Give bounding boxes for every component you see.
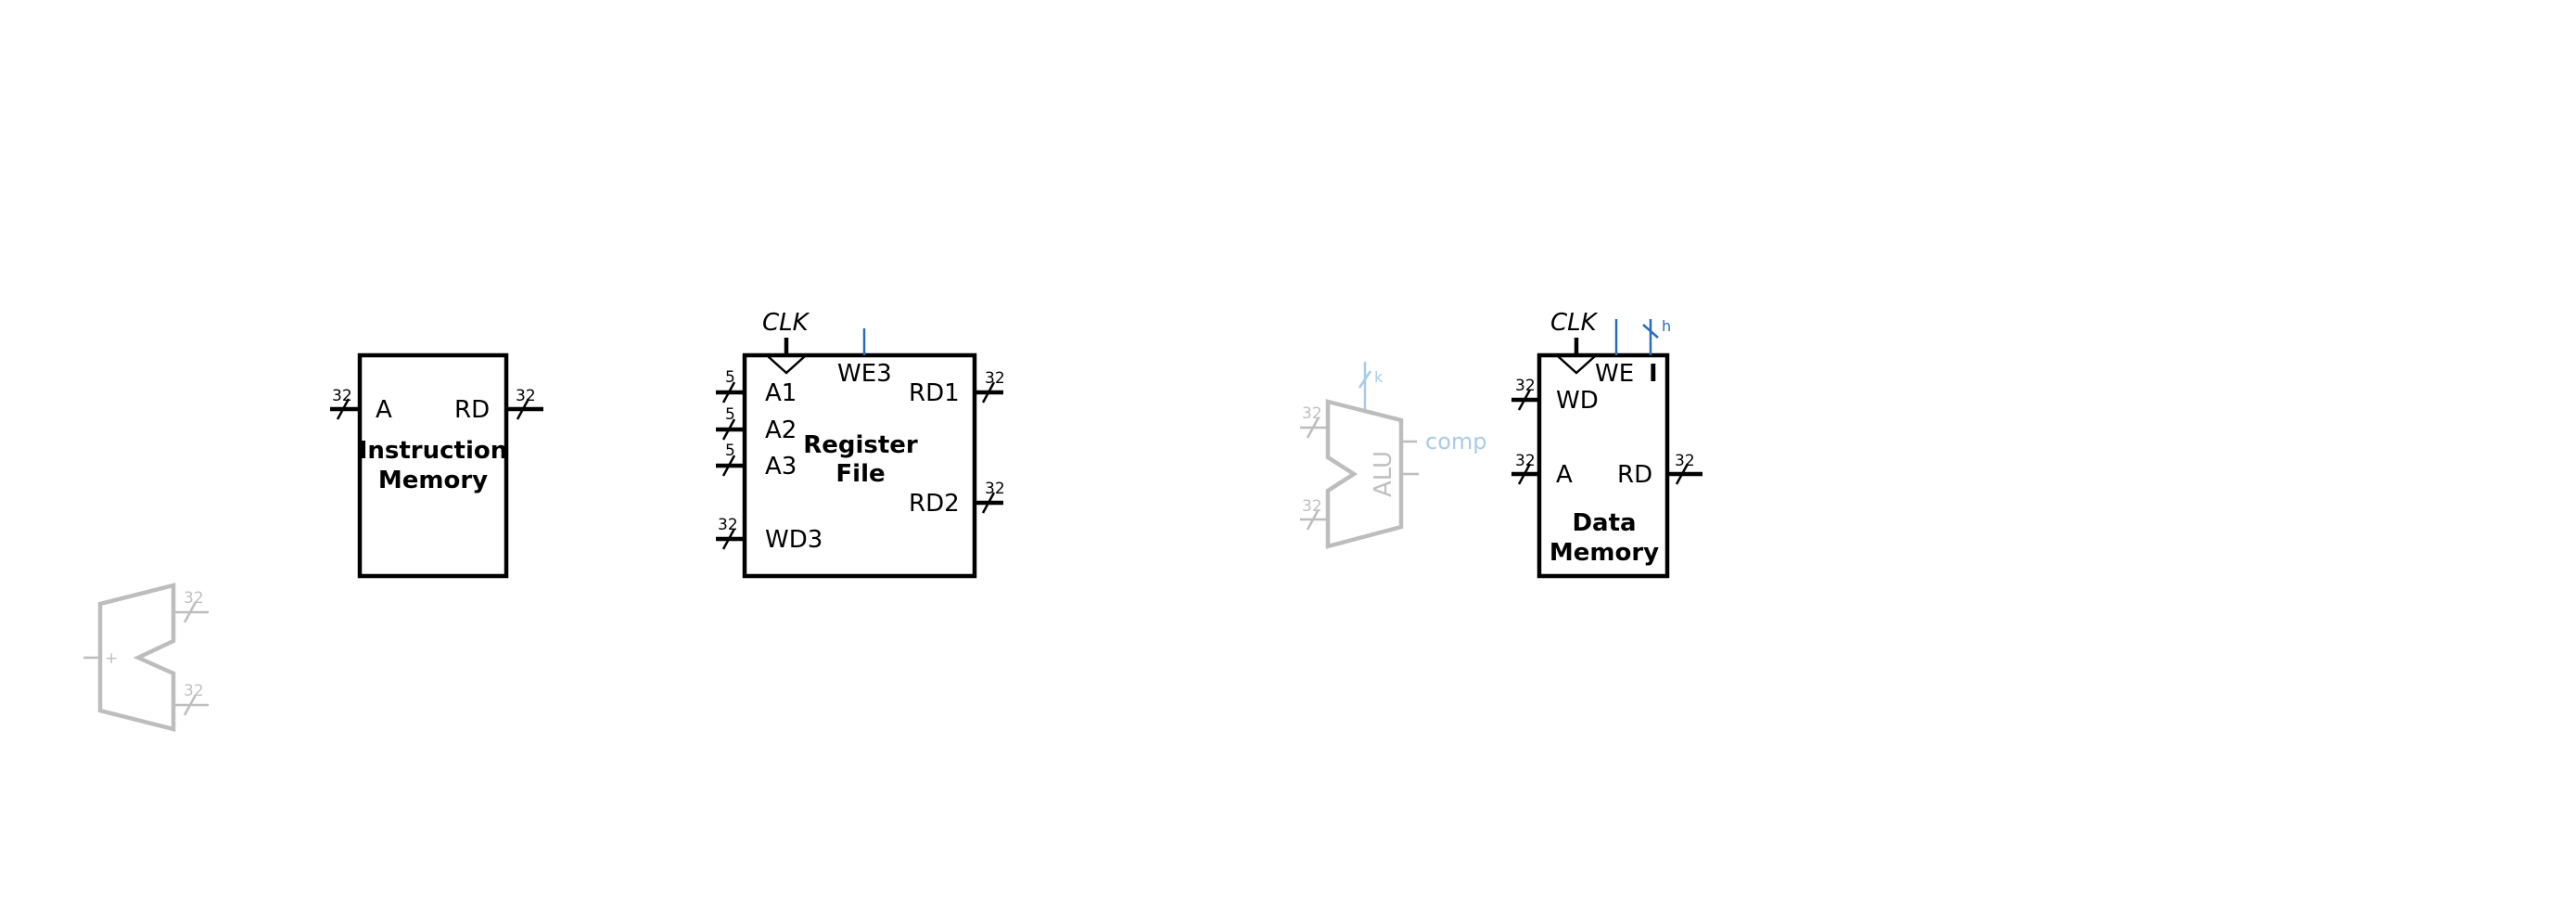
regfile-a2-width: 5 — [725, 405, 735, 424]
regfile-a1-label: A1 — [765, 379, 797, 407]
alu-label: ALU — [1370, 451, 1397, 497]
regfile-rd2-bus-slash — [981, 492, 996, 514]
regfile-clk-label: CLK — [762, 309, 810, 337]
dmem-clk-label: CLK — [1550, 309, 1599, 337]
data-memory-box — [1537, 352, 1670, 579]
imem-input-width: 32 — [332, 387, 352, 405]
adder[interactable]: + 32 32 — [83, 583, 209, 732]
dmem-rd-width: 32 — [1675, 452, 1695, 470]
adder-symbol: + — [105, 649, 118, 668]
dmem-we-label: WE — [1595, 360, 1634, 388]
instruction-memory[interactable]: 32 A RD 32 Instruction Memory — [330, 352, 543, 579]
imem-output-width: 32 — [516, 387, 536, 405]
regfile-rd1-label: RD1 — [909, 379, 960, 407]
imem-title-line1: Instruction — [359, 437, 508, 465]
dmem-i-label: I — [1649, 360, 1658, 388]
register-file[interactable]: CLK WE3 5 A1 5 A2 5 A3 32 WD3 32 RD1 32 … — [716, 309, 1005, 579]
alu[interactable]: 32 32 ALU k comp — [1300, 362, 1487, 549]
regfile-rd2-label: RD2 — [909, 490, 960, 518]
dmem-a-bus-slash — [1517, 463, 1532, 485]
regfile-title-line1: Register — [803, 431, 918, 459]
instruction-memory-box — [357, 352, 509, 579]
imem-output-bus-slash — [516, 398, 530, 420]
data-memory[interactable]: CLK WE h I 32 WD 32 A 32 RD Data Memory — [1511, 309, 1702, 579]
dmem-wd-label: WD — [1556, 387, 1599, 415]
alu-input1-width: 32 — [1302, 404, 1322, 423]
regfile-we3-label: WE3 — [837, 360, 892, 388]
adder-shape — [97, 583, 176, 732]
alu-control-label: k — [1374, 368, 1384, 386]
dmem-clock-triangle — [1557, 355, 1596, 375]
regfile-a3-label: A3 — [765, 453, 797, 481]
adder-input2-bus-slash — [183, 694, 198, 716]
regfile-clock-triangle — [767, 355, 806, 375]
imem-port-rd: RD — [454, 396, 490, 424]
imem-title-line2: Memory — [378, 467, 488, 494]
dmem-title-line1: Data — [1572, 509, 1636, 537]
alu-input1-bus-slash — [1306, 416, 1320, 439]
dmem-h-label: h — [1662, 317, 1671, 335]
alu-input2-bus-slash — [1306, 508, 1320, 531]
regfile-a3-bus-slash — [721, 455, 736, 477]
regfile-title-line2: File — [835, 460, 885, 488]
regfile-a2-label: A2 — [765, 416, 797, 444]
dmem-a-label: A — [1556, 461, 1573, 489]
regfile-rd1-width: 32 — [985, 369, 1005, 388]
adder-input1-width: 32 — [184, 589, 204, 608]
adder-input2-width: 32 — [184, 682, 204, 700]
regfile-a1-width: 5 — [725, 368, 735, 387]
dmem-wd-bus-slash — [1517, 389, 1532, 411]
regfile-wd3-label: WD3 — [765, 526, 823, 554]
regfile-rd1-bus-slash — [981, 381, 996, 404]
regfile-a3-width: 5 — [725, 442, 735, 460]
regfile-a1-bus-slash — [721, 381, 736, 404]
alu-input2-width: 32 — [1302, 497, 1322, 516]
regfile-wd3-width: 32 — [718, 516, 738, 534]
adder-input1-bus-slash — [183, 601, 198, 623]
alu-comp-label: comp — [1425, 429, 1487, 455]
imem-input-bus-slash — [336, 398, 351, 420]
dmem-title-line2: Memory — [1549, 539, 1659, 567]
dmem-i-bus-slash — [1642, 324, 1659, 339]
regfile-rd2-width: 32 — [985, 480, 1005, 498]
regfile-wd3-bus-slash — [721, 528, 736, 550]
alu-control-bus-slash — [1358, 370, 1372, 389]
regfile-a2-bus-slash — [721, 418, 736, 441]
dmem-a-width: 32 — [1515, 452, 1536, 470]
dmem-wd-width: 32 — [1515, 377, 1536, 395]
dmem-rd-bus-slash — [1675, 463, 1690, 485]
dmem-rd-label: RD — [1617, 461, 1652, 489]
imem-port-a: A — [376, 396, 392, 424]
